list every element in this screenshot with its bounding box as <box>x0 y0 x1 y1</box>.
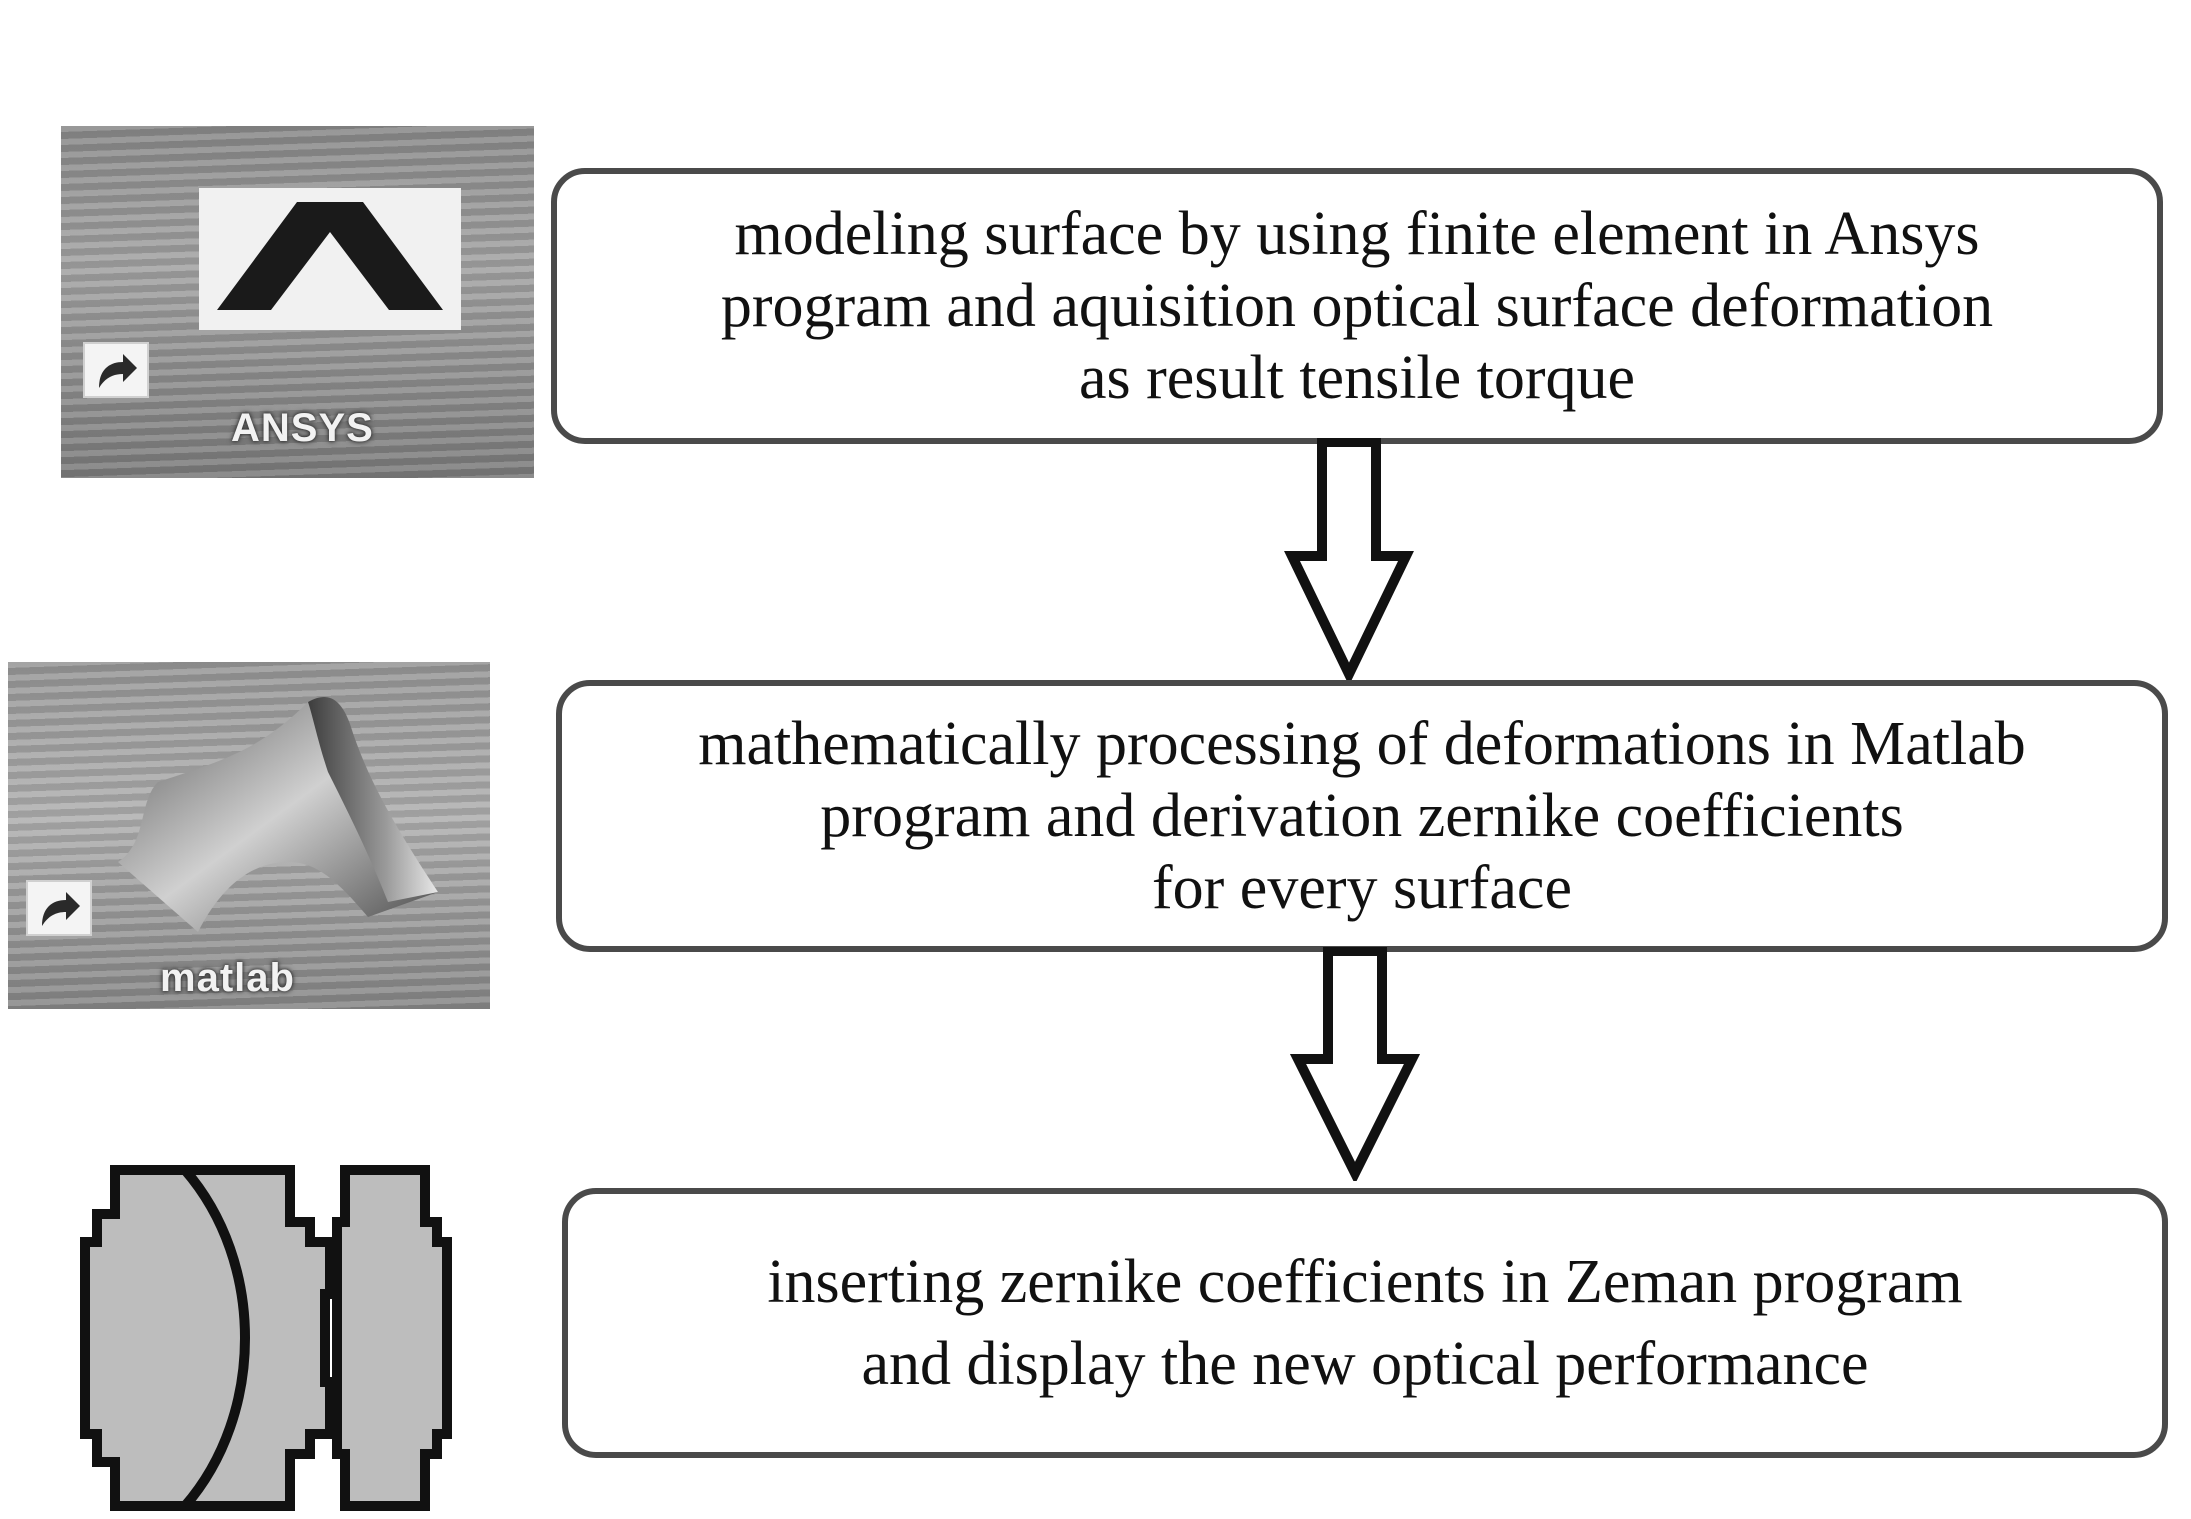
down-arrow-icon <box>1290 947 1420 1181</box>
step-ansys-box: modeling surface by using finite element… <box>551 168 2163 444</box>
shortcut-arrow-icon <box>26 880 92 936</box>
down-arrow-icon <box>1284 438 1414 682</box>
shortcut-arrow-icon <box>83 342 149 398</box>
ansys-chevron-icon <box>217 202 443 310</box>
matlab-caption: matlab <box>160 956 295 1000</box>
lens-system-icon <box>75 1162 470 1514</box>
ansys-logo-icon: ANSYS <box>61 126 534 478</box>
ansys-caption: ANSYS <box>231 406 374 450</box>
matlab-surface-icon <box>118 697 438 932</box>
ansys-logo-tile <box>199 188 461 330</box>
matlab-membrane-icon: matlab <box>8 662 490 1009</box>
step-matlab-box: mathematically processing of deformation… <box>556 680 2168 952</box>
step-zemax-box: inserting zernike coefficients in Zeman … <box>562 1188 2168 1458</box>
